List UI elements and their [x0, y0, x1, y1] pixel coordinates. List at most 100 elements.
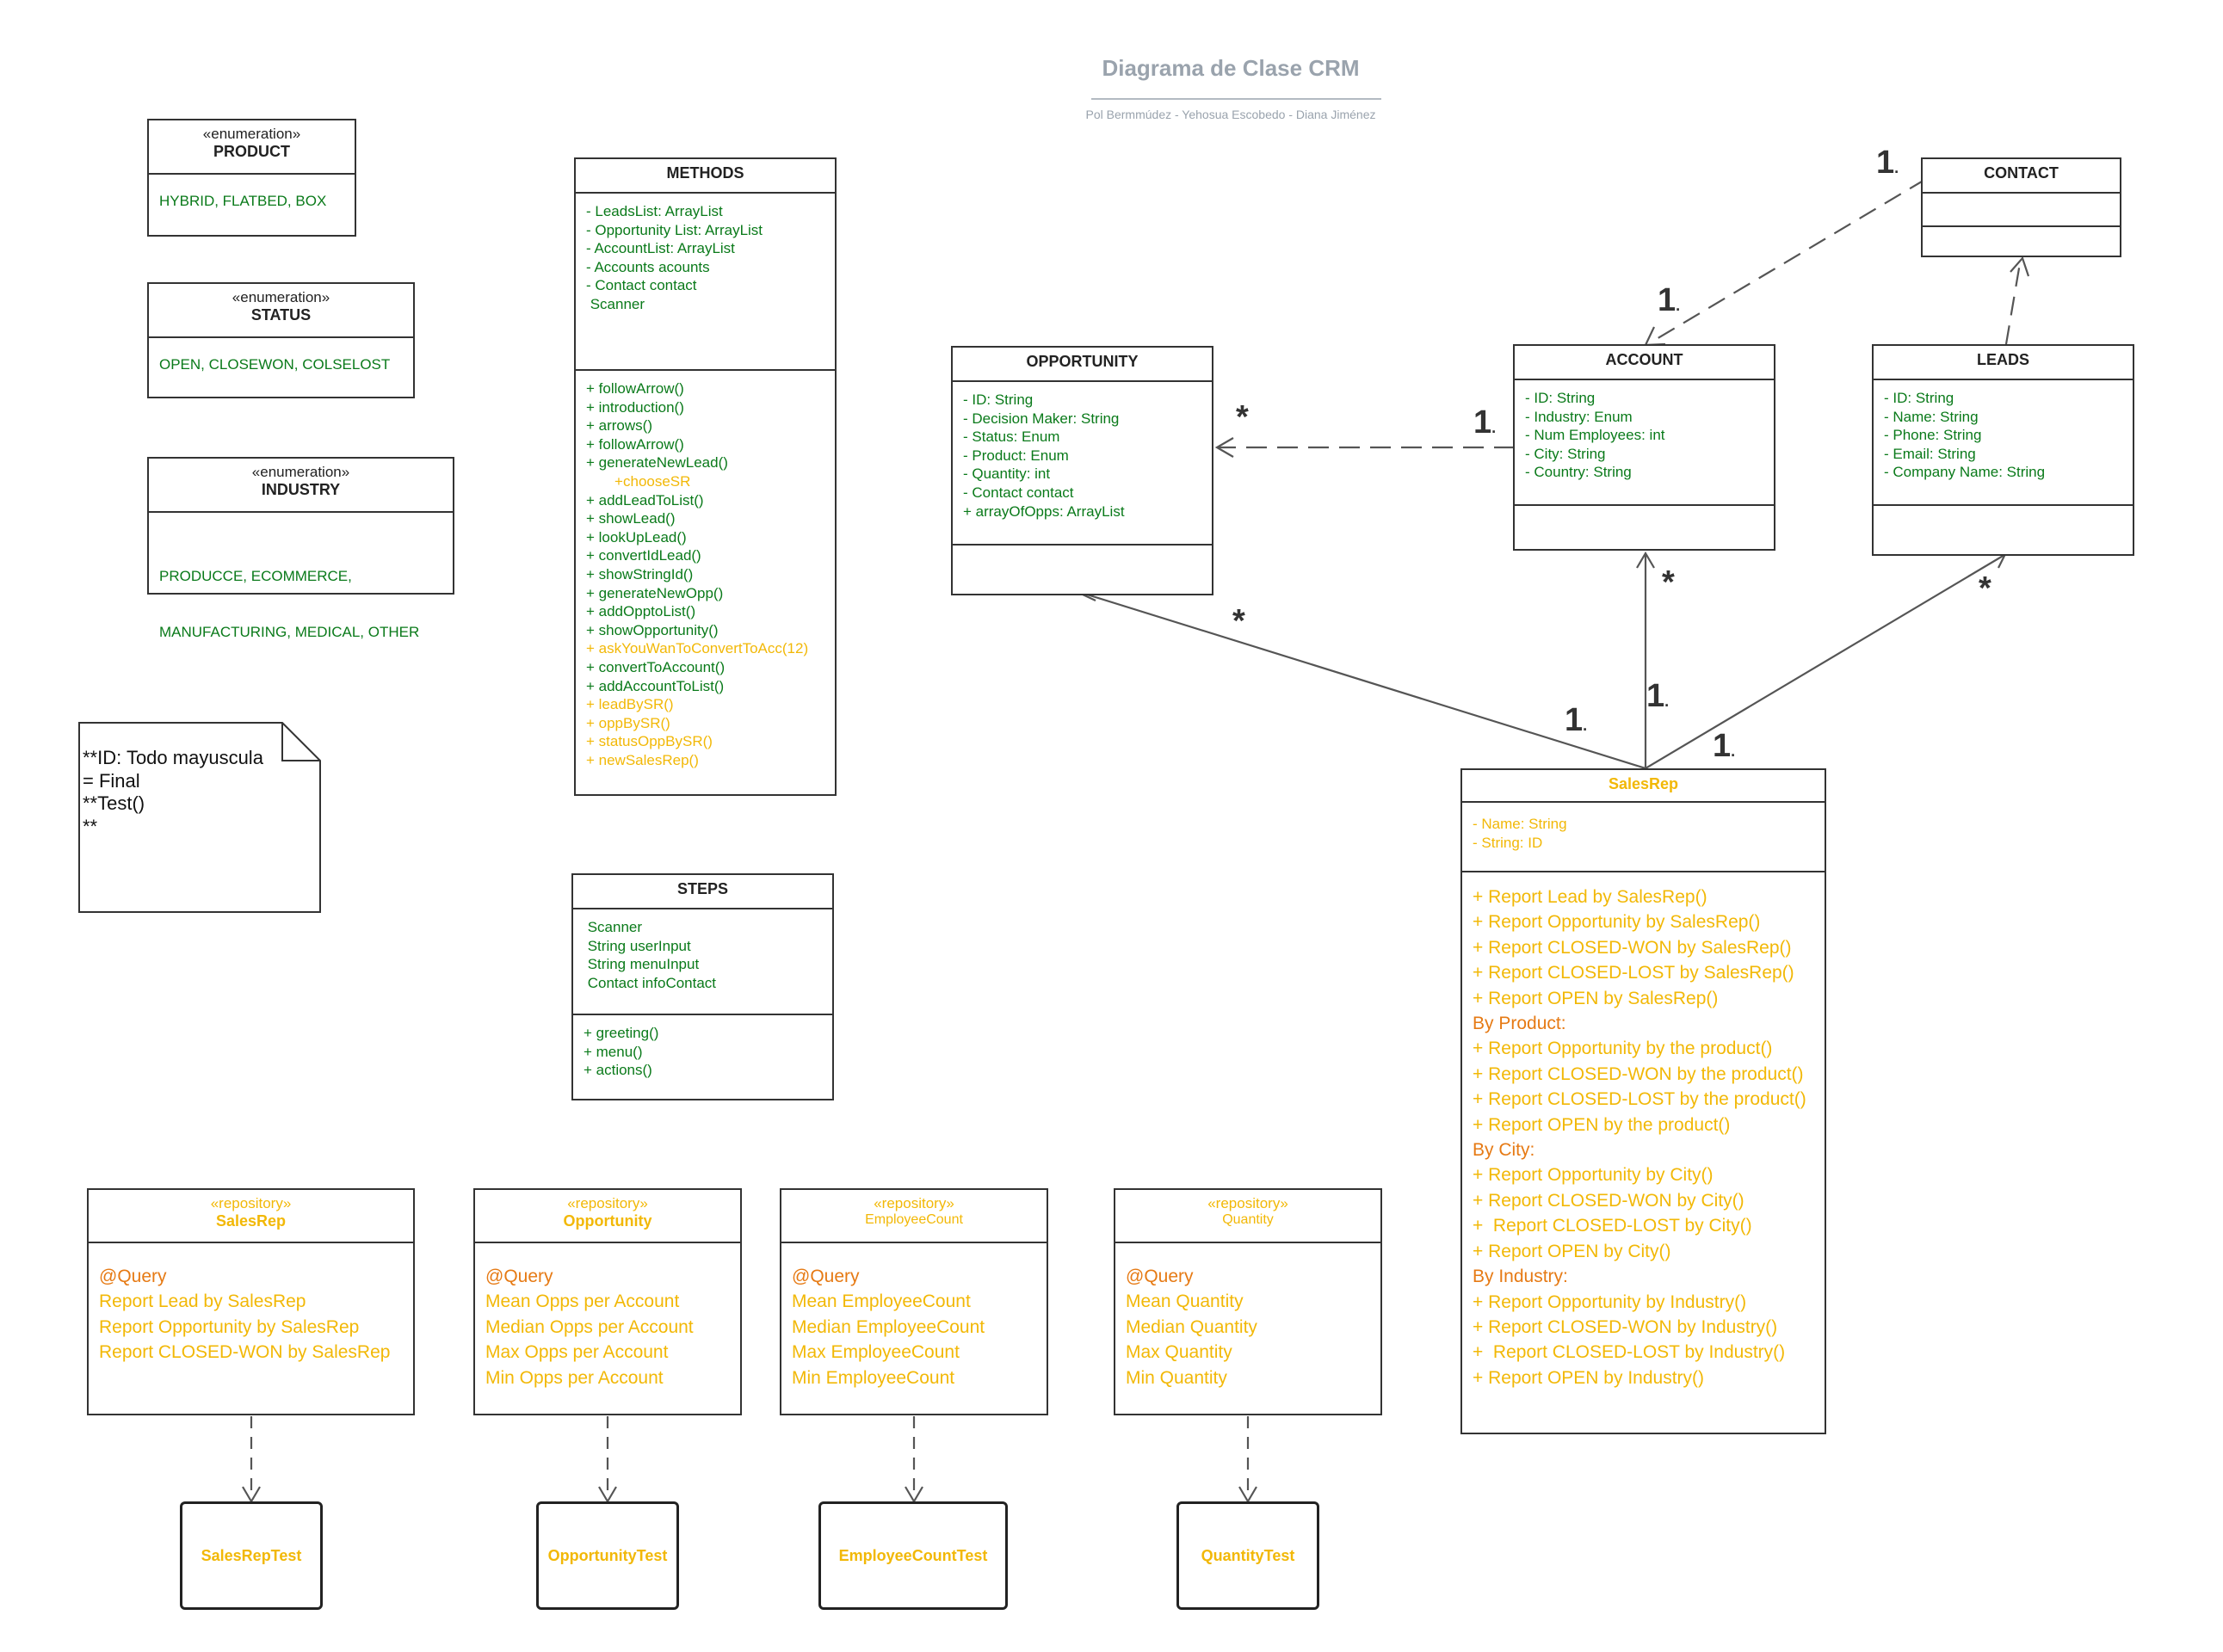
- class-name: STATUS: [250, 306, 312, 324]
- list-line: Max EmployeeCount: [792, 1342, 960, 1363]
- multiplicity-contact-one: 1.: [1876, 146, 1899, 184]
- class-opportunity[interactable]: OPPORTUNITY - ID: String- Decision Maker…: [951, 346, 1213, 595]
- list-line: Median Opps per Account: [485, 1316, 694, 1337]
- repo-salesrep-test-arrowhead: [242, 1486, 261, 1504]
- list-line: - Status: Enum: [963, 428, 1060, 446]
- list-line: + Report Opportunity by City(): [1473, 1165, 1714, 1186]
- enum-industry-header: «enumeration» INDUSTRY: [149, 459, 453, 513]
- list-line: Scanner: [584, 919, 643, 935]
- attribute-list: - Name: String- String: ID: [1462, 803, 1825, 860]
- multiplicity-value: 1: [1713, 728, 1732, 764]
- list-line: - Industry: Enum: [1525, 408, 1633, 425]
- multiplicity-value: 1: [1876, 145, 1895, 181]
- class-steps[interactable]: STEPS Scanner String userInput String me…: [571, 873, 834, 1100]
- multiplicity-value: *: [1979, 570, 1991, 607]
- diagram-subtitle: Pol Bermmúdez - Yehosua Escobedo - Diana…: [1085, 108, 1376, 121]
- list-line: Mean EmployeeCount: [792, 1291, 971, 1312]
- test-employeecount[interactable]: EmployeeCountTest: [818, 1501, 1008, 1610]
- class-name: STEPS: [573, 875, 832, 909]
- list-line: + Report CLOSED-LOST by Industry(): [1473, 1342, 1786, 1363]
- list-line: + Report CLOSED-WON by Industry(): [1473, 1316, 1778, 1337]
- test-opportunity[interactable]: OpportunityTest: [536, 1501, 679, 1610]
- list-line: - Num Employees: int: [1525, 427, 1665, 444]
- attribute-list: - ID: String - Industry: Enum - Num Employ…: [1515, 380, 1774, 490]
- list-line: + Report CLOSED-LOST by City(): [1473, 1216, 1752, 1236]
- list-line: + arrayOfOpps: ArrayList: [963, 502, 1125, 520]
- list-line: + addLeadToList(): [586, 491, 704, 509]
- list-line: + introduction(): [586, 398, 684, 416]
- multiplicity-value: 1: [1658, 282, 1677, 318]
- list-line: Report Opportunity by SalesRep: [99, 1316, 360, 1337]
- list-line: @Query: [99, 1267, 167, 1286]
- list-line: - ID: String: [1525, 390, 1596, 406]
- list-line: Median EmployeeCount: [792, 1316, 985, 1337]
- class-name: Quantity: [1222, 1212, 1274, 1227]
- list-line: Report Lead by SalesRep: [99, 1291, 306, 1312]
- test-salesrep[interactable]: SalesRepTest: [180, 1501, 323, 1610]
- list-line: @Query: [792, 1267, 860, 1286]
- list-line: Mean Quantity: [1126, 1291, 1244, 1312]
- list-line: - Accounts acounts: [586, 258, 710, 275]
- multiplicity-value: 1: [1646, 678, 1665, 714]
- list-line: - ID: String: [963, 391, 1034, 408]
- enum-values-line: MANUFACTURING, MEDICAL, OTHER: [159, 623, 420, 640]
- repo-quantity-test-arrowhead: [1238, 1486, 1257, 1504]
- list-line: + oppBySR(): [586, 714, 670, 731]
- multiplicity-account-bottom-many: *: [1662, 566, 1675, 599]
- enum-product-header: «enumeration» PRODUCT: [149, 120, 355, 175]
- class-name: INDUSTRY: [261, 481, 341, 498]
- class-name: ACCOUNT: [1515, 346, 1774, 380]
- enum-values: HYBRID, FLATBED, BOX: [159, 193, 327, 209]
- list-line: Min EmployeeCount: [792, 1367, 955, 1388]
- enum-status[interactable]: «enumeration» STATUS OPEN, CLOSEWON, COL…: [147, 282, 415, 398]
- class-name: METHODS: [576, 159, 835, 194]
- stereotype-label: «enumeration»: [232, 289, 330, 305]
- list-line: + Report OPEN by SalesRep(): [1473, 988, 1719, 1008]
- test-quantity[interactable]: QuantityTest: [1176, 1501, 1319, 1610]
- list-line: @Query: [1126, 1267, 1194, 1286]
- class-contact[interactable]: CONTACT: [1921, 157, 2121, 257]
- class-account[interactable]: ACCOUNT - ID: String - Industry: Enum - Nu…: [1513, 344, 1775, 551]
- list-line: - Name: String: [1884, 408, 1979, 425]
- list-line: - Opportunity List: ArrayList: [586, 221, 763, 238]
- list-line: Max Opps per Account: [485, 1342, 669, 1363]
- list-line: + generateNewOpp(): [586, 584, 724, 601]
- list-line: By City:: [1473, 1140, 1535, 1161]
- list-line: Min Quantity: [1126, 1367, 1227, 1388]
- list-line: - Email: String: [1884, 445, 1976, 462]
- list-line: - Name: String: [1473, 816, 1567, 832]
- class-leads[interactable]: LEADS - ID: String- Name: String- Phone:…: [1872, 344, 2134, 556]
- list-line: + followArrow(): [586, 380, 684, 397]
- enum-product[interactable]: «enumeration» PRODUCT HYBRID, FLATBED, B…: [147, 119, 356, 237]
- salesrep-leads-arrowhead: [1989, 552, 2007, 569]
- operation-list: + greeting()+ menu()+ actions(): [573, 1015, 832, 1088]
- salesrep-opportunity-association: [1084, 592, 1646, 770]
- list-line: + showStringId(): [586, 565, 694, 583]
- list-line: + convertIdLead(): [586, 547, 701, 564]
- class-methods[interactable]: METHODS - LeadsList: ArrayList- Opportun…: [574, 157, 837, 796]
- attribute-section: [1923, 194, 2120, 227]
- multiplicity-account-top-one: 1.: [1658, 284, 1680, 322]
- list-line: Max Quantity: [1126, 1342, 1232, 1363]
- list-line: - Quantity: int: [963, 465, 1051, 483]
- multiplicity-opportunity-bottom-many: *: [1232, 605, 1245, 638]
- class-name: SalesRep: [215, 1212, 287, 1230]
- class-salesrep[interactable]: SalesRep - Name: String- String: ID + Re…: [1460, 768, 1826, 1434]
- attribute-list: - LeadsList: ArrayList- Opportunity List…: [576, 194, 835, 323]
- list-line: - Contact contact: [963, 484, 1074, 501]
- multiplicity-value: 1: [1473, 404, 1492, 441]
- stereotype-label: «repository»: [567, 1195, 648, 1211]
- list-line: + Report OPEN by Industry(): [1473, 1367, 1705, 1388]
- list-line: + Report CLOSED-LOST by the product(): [1473, 1089, 1806, 1110]
- enum-values-line: PRODUCCE, ECOMMERCE,: [159, 568, 352, 585]
- list-line: By Product:: [1473, 1014, 1566, 1034]
- enum-industry[interactable]: «enumeration» INDUSTRY PRODUCCE, ECOMMER…: [147, 457, 454, 640]
- list-line: + newSalesRep(): [586, 751, 699, 768]
- list-line: + leadBySR(): [586, 696, 674, 713]
- list-line: - Phone: String: [1884, 427, 1982, 444]
